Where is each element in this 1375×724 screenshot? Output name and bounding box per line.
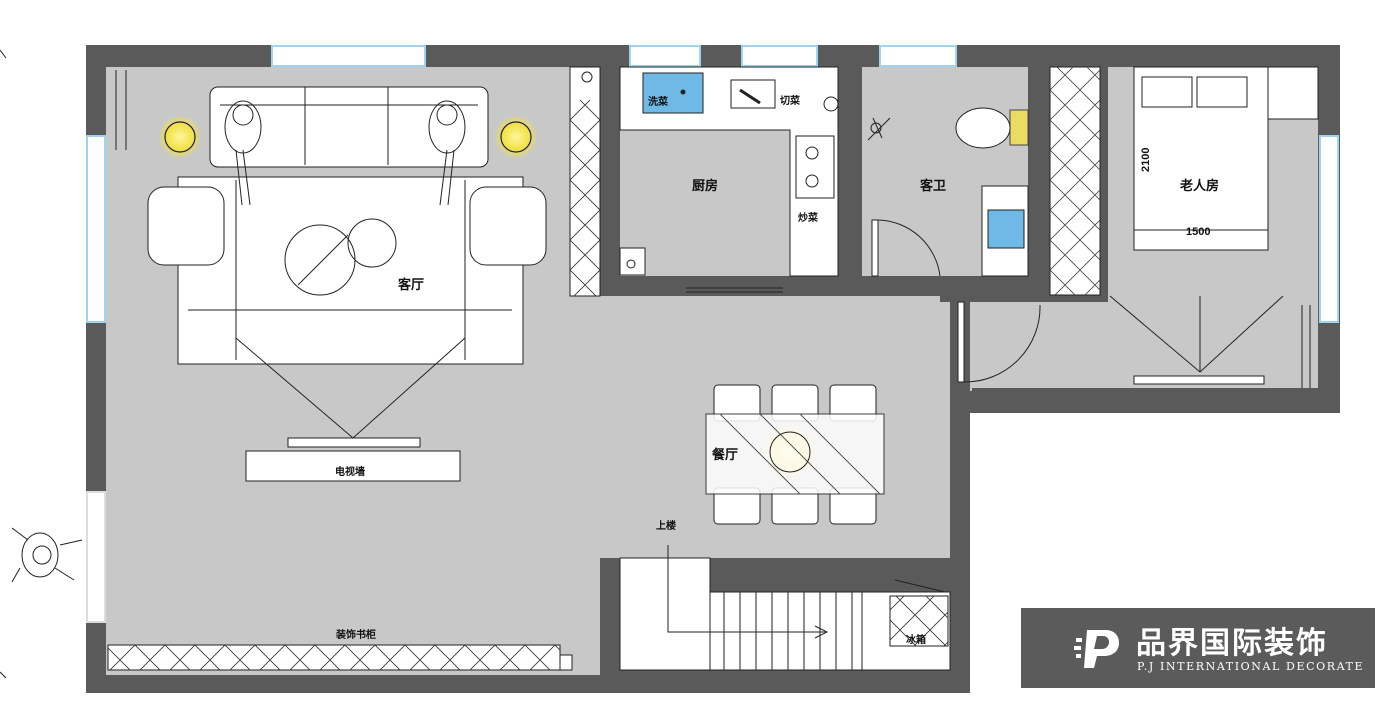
- bed-width-dimension: 1500: [1186, 226, 1210, 238]
- toilet: [955, 107, 1011, 149]
- dining-table: [705, 413, 885, 495]
- doors: [871, 219, 1041, 383]
- tv-wall-label: 电视墙: [335, 465, 365, 478]
- kitchen-sink: [642, 72, 704, 114]
- radiators: [115, 70, 1311, 388]
- person-right-icon: [428, 100, 466, 206]
- storage-cabinets: [107, 66, 1101, 671]
- tv-area: [235, 337, 466, 482]
- bedroom-furniture: [1109, 66, 1319, 385]
- brand-logo-icon: [1074, 630, 1119, 668]
- walking-person-icon: [11, 527, 83, 583]
- living-room-label: 客厅: [398, 277, 424, 293]
- brand-name-en: P.J INTERNATIONAL DECORATE: [1137, 660, 1365, 673]
- fridge: [861, 579, 951, 671]
- kitchen-counter: [619, 66, 839, 277]
- cut-veg-label: 切菜: [780, 94, 801, 107]
- interior-walls: [600, 67, 1108, 413]
- cutting-board: [730, 79, 776, 109]
- brand-banner: 品界国际装饰 P.J INTERNATIONAL DECORATE: [1021, 608, 1375, 688]
- living-room-furniture: [147, 86, 547, 365]
- windows: [86, 45, 1339, 623]
- stove: [795, 135, 835, 199]
- staircase: [619, 545, 863, 671]
- edge-marks: [0, 49, 7, 679]
- upstairs-label: 上楼: [656, 519, 676, 532]
- kitchen-furniture: [619, 66, 839, 293]
- armchair-left: [147, 186, 225, 266]
- dining-furniture: [705, 384, 885, 525]
- sofa: [209, 86, 489, 168]
- kitchen-label: 厨房: [692, 178, 718, 194]
- fridge-label: 冰箱: [906, 633, 926, 646]
- wash-veg-label: 洗菜: [648, 95, 669, 108]
- brand-name-cn: 品界国际装饰: [1136, 626, 1328, 661]
- dining-room-label: 餐厅: [711, 447, 738, 463]
- elder-room-label: 老人房: [1179, 178, 1219, 194]
- bathroom-fixtures: [867, 107, 1029, 277]
- bed-length-dimension: 2100: [1140, 148, 1152, 172]
- person-left-icon: [224, 100, 262, 206]
- tv-wall: [245, 450, 461, 482]
- guest-bath-label: 客卫: [920, 178, 946, 194]
- stir-fry-label: 炒菜: [798, 211, 819, 224]
- bookcase-label: 装饰书柜: [335, 628, 376, 641]
- armchair-right: [469, 186, 547, 266]
